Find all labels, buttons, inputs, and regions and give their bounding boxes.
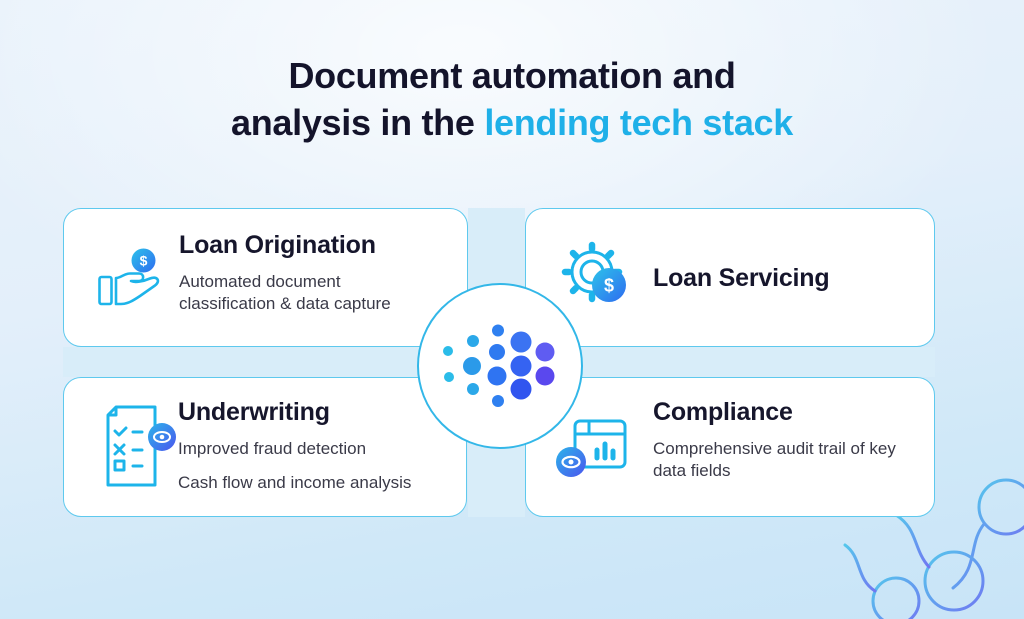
center-circle <box>417 283 583 449</box>
card-compliance-title: Compliance <box>653 398 793 426</box>
dollar-coin-badge <box>131 248 156 273</box>
page-title-highlight: lending tech stack <box>484 102 793 143</box>
window-chart-eye-icon <box>556 419 627 477</box>
dot-matrix-logo <box>443 324 555 407</box>
page-title-line1: Document automation and <box>288 55 736 96</box>
page-title: Document automation and analysis in the … <box>0 52 1024 146</box>
dollar-glyph: $ <box>604 276 614 296</box>
card-underwriting-body-line1: Improved fraud detection <box>178 439 367 458</box>
hand-coin-dollar-icon: $ <box>98 248 160 306</box>
card-underwriting-body-line2: Cash flow and income analysis <box>178 473 412 492</box>
dollar-coin-badge <box>592 268 626 302</box>
decorative-loops <box>843 478 1024 619</box>
card-compliance-body: Comprehensive audit trail of key data fi… <box>653 439 896 480</box>
card-loan-origination: Loan Origination Automated document clas… <box>63 208 468 347</box>
card-underwriting-body: Improved fraud detection Cash flow and i… <box>178 438 458 494</box>
card-loan-servicing-title: Loan Servicing <box>653 264 830 292</box>
gear-dollar-icon: $ <box>561 241 626 303</box>
card-loan-origination-body: Automated document classification & data… <box>179 272 391 313</box>
dollar-glyph: $ <box>140 253 148 269</box>
page-title-line2: analysis in the lending tech stack <box>231 102 793 143</box>
card-underwriting-title: Underwriting <box>178 398 330 426</box>
checklist-eye-icon <box>106 405 176 487</box>
card-loan-origination-title: Loan Origination <box>179 231 376 259</box>
